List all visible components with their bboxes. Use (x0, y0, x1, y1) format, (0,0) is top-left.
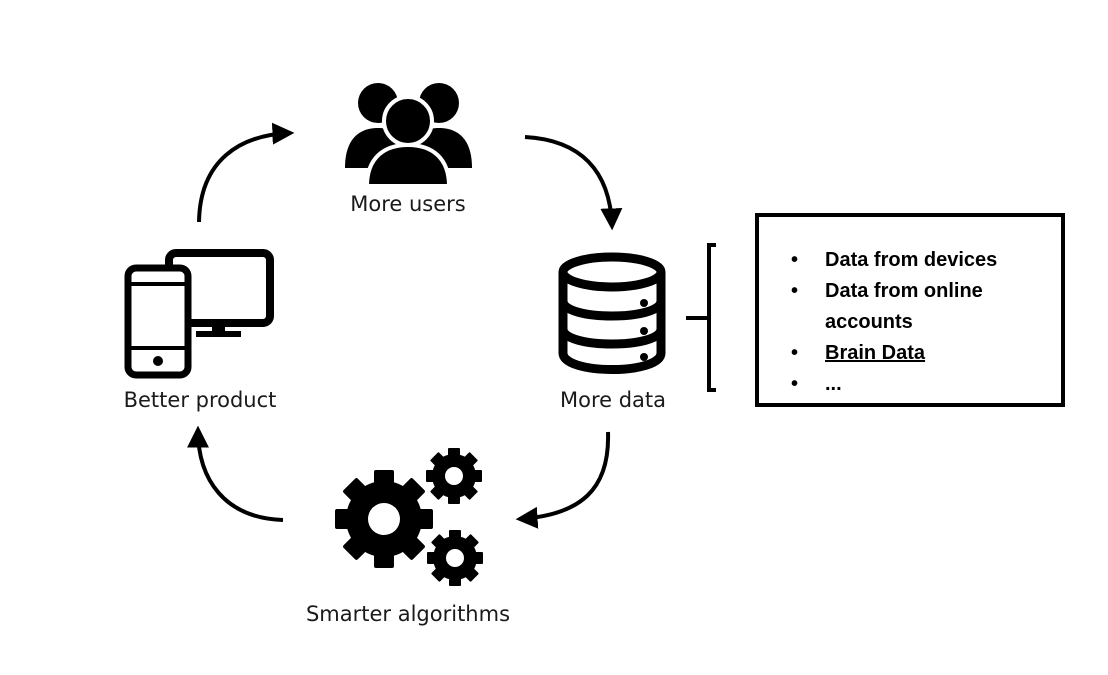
brain-data-link[interactable]: Brain Data (825, 342, 926, 364)
node-label-smarter-algorithms: Smarter algorithms (305, 602, 511, 626)
gears-icon (335, 448, 483, 586)
arrow-users-to-data (524, 135, 623, 231)
arrow-algorithms-to-product (187, 425, 284, 522)
arrow-product-to-users (197, 122, 295, 223)
bracket-connector (686, 243, 716, 392)
users-group-icon (345, 83, 472, 188)
node-label-more-data: More data (559, 388, 667, 412)
node-label-more-users: More users (350, 192, 466, 216)
data-sources-list: Data from devices Data from online accou… (791, 245, 1061, 400)
devices-icon (124, 249, 274, 379)
list-item-brain-data[interactable]: Brain Data (791, 338, 1061, 369)
list-item: Data from online accounts (791, 276, 1061, 338)
node-label-better-product: Better product (123, 388, 277, 412)
database-icon (558, 252, 666, 374)
data-sources-box: Data from devices Data from online accou… (755, 213, 1065, 407)
arrow-data-to-algorithms (515, 431, 611, 529)
list-item: Data from devices (791, 245, 1061, 276)
list-item: ... (791, 369, 1061, 400)
